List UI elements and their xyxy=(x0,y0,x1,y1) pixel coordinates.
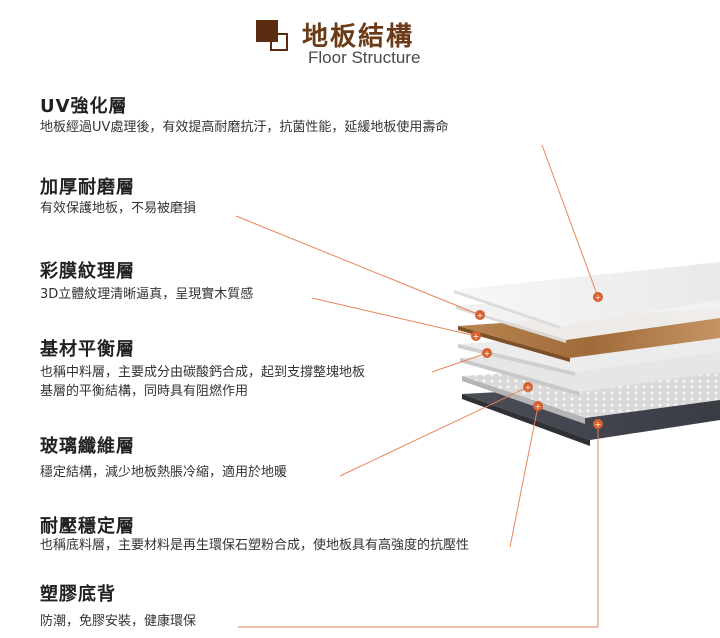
leader-line-stabilizer xyxy=(509,405,539,548)
svg-text:+: + xyxy=(595,293,602,302)
layer-desc-base-2: 基層的平衡結構，同時具有阻燃作用 xyxy=(40,384,249,399)
layer-desc-uv: 地板經過UV處理後，有效提高耐磨抗汙，抗菌性能，延緩地板使用壽命 xyxy=(40,120,449,135)
leader-line-wear xyxy=(235,215,481,316)
layer-markers: + + + + + + + xyxy=(471,292,603,429)
marker-backing: + xyxy=(593,419,603,429)
layer-desc-backing: 防潮，免膠安裝，健康環保 xyxy=(40,614,197,629)
layer-desc-base-1: 也稱中料層，主要成分由碳酸鈣合成，起到支撐整塊地板 xyxy=(40,365,366,380)
svg-text:+: + xyxy=(477,311,484,320)
marker-uv: + xyxy=(593,292,603,302)
page-subtitle: Floor Structure xyxy=(308,48,421,67)
leader-line-backing xyxy=(238,424,599,628)
layer-title-wear: 加厚耐磨層 xyxy=(40,177,135,198)
marker-wear: + xyxy=(475,310,485,320)
marker-film: + xyxy=(471,331,481,341)
svg-text:+: + xyxy=(525,383,532,392)
layer-desc-wear: 有效保護地板，不易被磨損 xyxy=(40,201,197,216)
leader-line-uv xyxy=(541,144,599,298)
leader-line-film xyxy=(311,297,477,337)
leader-lines xyxy=(235,144,599,628)
layer-desc-glassfiber: 穩定結構，減少地板熱脹冷縮，適用於地暖 xyxy=(40,465,288,480)
layer-title-film: 彩膜紋理層 xyxy=(40,261,135,282)
page-title: 地板結構 xyxy=(302,22,415,52)
leader-line-glassfiber xyxy=(339,386,529,477)
overlapping-squares-icon xyxy=(256,20,296,60)
svg-text:+: + xyxy=(535,402,542,411)
layer-desc-stabilizer: 也稱底料層，主要材料是再生環保石塑粉合成，使地板具有高強度的抗壓性 xyxy=(40,538,470,553)
layer-title-stabilizer: 耐壓穩定層 xyxy=(40,516,135,537)
marker-base: + xyxy=(482,348,492,358)
layer-title-glassfiber: 玻璃纖維層 xyxy=(40,436,135,457)
leader-line-base xyxy=(431,352,488,373)
layer-title-base: 基材平衡層 xyxy=(40,339,135,360)
svg-text:+: + xyxy=(595,420,602,429)
marker-stabilizer: + xyxy=(533,401,543,411)
layer-desc-film: 3D立體紋理清晰逼真，呈現實木質感 xyxy=(40,287,254,302)
svg-text:+: + xyxy=(473,332,480,341)
uv-layer-shape xyxy=(454,262,720,329)
layer-title-backing: 塑膠底背 xyxy=(40,584,116,605)
layer-title-uv: UV強化層 xyxy=(40,96,128,117)
marker-glassfiber: + xyxy=(523,382,533,392)
svg-text:+: + xyxy=(484,349,491,358)
header: 地板結構 Floor Structure xyxy=(256,12,476,72)
